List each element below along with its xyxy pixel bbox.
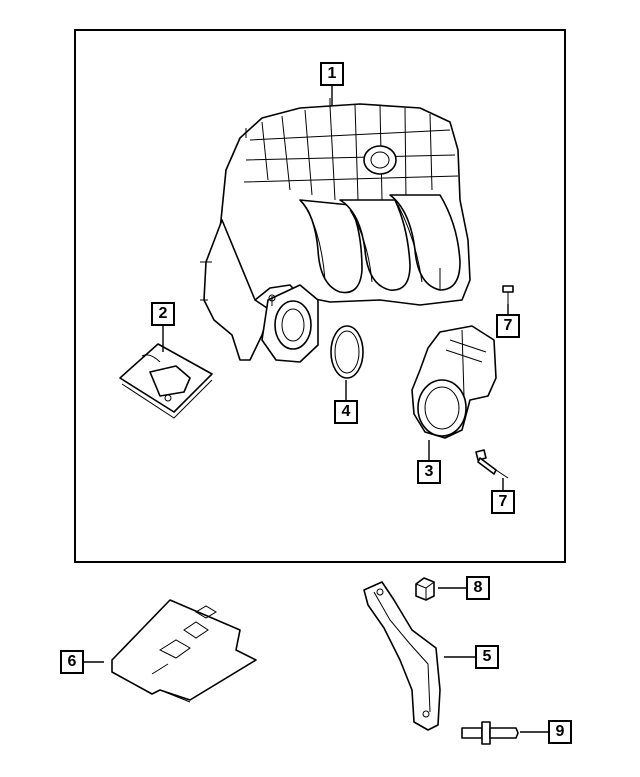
callout-3: 3 <box>417 460 441 484</box>
callout-8: 8 <box>466 576 490 600</box>
callout-1: 1 <box>320 62 344 86</box>
assembly-frame <box>74 29 566 563</box>
callout-2: 2 <box>151 302 175 326</box>
nut <box>415 577 435 601</box>
callout-7-upper: 7 <box>496 314 520 338</box>
sensor-assembly <box>119 343 213 419</box>
callout-6: 6 <box>60 650 84 674</box>
throttle-body <box>411 325 497 439</box>
callout-4: 4 <box>334 400 358 424</box>
intake-manifold <box>200 98 471 363</box>
callout-5: 5 <box>475 645 499 669</box>
support-bracket <box>363 581 441 731</box>
cover-plate <box>111 599 257 703</box>
throttle-body-gasket <box>330 325 364 379</box>
callout-9: 9 <box>548 720 572 744</box>
bolt-upper <box>502 285 514 304</box>
callout-7-lower: 7 <box>491 490 515 514</box>
stud <box>461 721 519 745</box>
bolt-lower <box>475 449 509 479</box>
